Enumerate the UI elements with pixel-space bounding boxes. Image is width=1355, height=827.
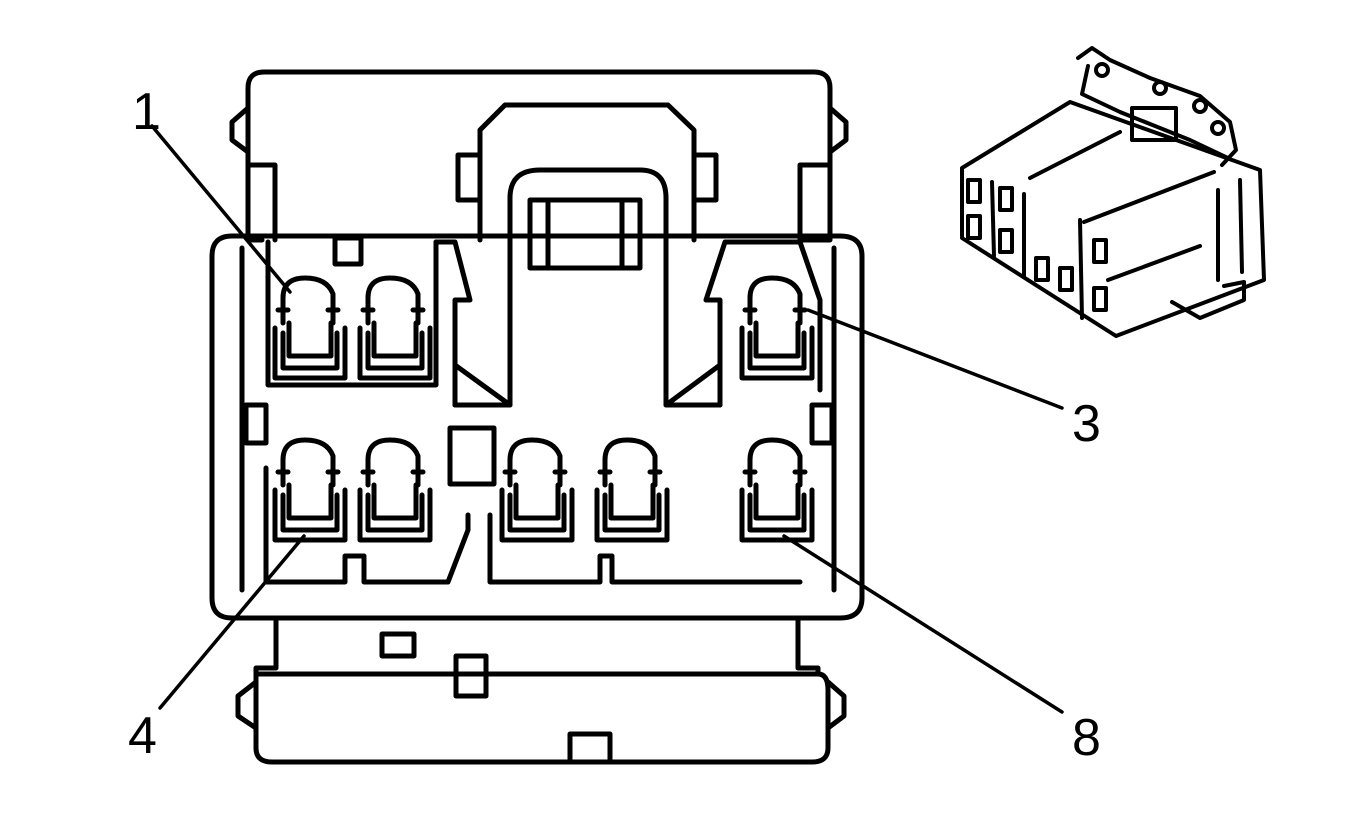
leader-line-pin-8	[782, 534, 1064, 714]
lower-cavity-wall-right	[487, 512, 803, 585]
pin-terminal-head	[742, 437, 808, 488]
bottom-right-ear	[825, 679, 847, 731]
pin-terminal	[499, 437, 575, 543]
pin-terminal	[357, 437, 433, 543]
pin-terminal-head	[360, 275, 426, 326]
iso-latch-ridge	[1080, 64, 1230, 160]
iso-bottom-clip	[1170, 280, 1246, 320]
side-tab-left	[243, 402, 269, 446]
iso-latch-bump-1	[1094, 62, 1110, 78]
leader-lines	[150, 124, 1064, 714]
pin-terminal	[594, 437, 670, 543]
iso-latch-top	[1076, 46, 1238, 167]
iso-cavity-7	[1092, 238, 1108, 264]
upper-key-tab	[332, 235, 364, 267]
iso-latch-bump-4	[1210, 120, 1226, 136]
callout-label-pin-1: 1	[132, 83, 161, 141]
pin-terminal-socket	[357, 482, 433, 543]
pin-terminal-socket	[357, 320, 433, 381]
pin-terminal-socket	[739, 482, 815, 543]
latch-chamfer-right	[663, 362, 723, 408]
latch-window	[527, 197, 643, 271]
iso-face-divider-5	[1082, 170, 1216, 224]
iso-cavity-3	[966, 214, 982, 240]
pin-terminal	[272, 437, 348, 543]
iso-latch-bump-3	[1192, 98, 1208, 114]
pin-terminal-head	[597, 437, 663, 488]
iso-cavity-4	[998, 228, 1014, 254]
connector-body-outline	[209, 233, 865, 621]
top-latch-housing	[245, 69, 833, 243]
pin-terminal-head	[275, 275, 341, 326]
iso-face-divider-1	[990, 180, 996, 258]
polarizing-key	[447, 425, 497, 487]
iso-face-divider-6	[1106, 244, 1202, 282]
upper-cavity-chamfer-right	[703, 239, 743, 408]
leader-line-pin-1	[150, 124, 292, 294]
iso-face-divider-8	[1238, 178, 1244, 274]
pin-terminal-socket	[272, 320, 348, 381]
bottom-lower-tab	[567, 731, 613, 765]
latch-tower-outer	[477, 102, 697, 243]
bottom-housing-left	[253, 615, 279, 677]
leader-line-pin-3	[806, 308, 1064, 410]
top-latch-side-left	[245, 162, 278, 243]
pin-terminal-head	[742, 275, 808, 326]
iso-face-divider-3	[1078, 218, 1084, 320]
pin-terminal	[739, 437, 815, 543]
pin-terminal-socket	[272, 482, 348, 543]
iso-cavity-1	[966, 178, 982, 204]
iso-cavity-6	[1058, 266, 1074, 292]
bottom-housing-right	[795, 615, 821, 677]
leader-line-pin-4	[158, 534, 306, 710]
pin-terminal-socket	[594, 482, 670, 543]
iso-face-divider-4	[1028, 130, 1122, 180]
iso-cavity-5	[1034, 256, 1050, 282]
bottom-center-tab	[453, 653, 489, 699]
connector-housing	[209, 69, 865, 765]
top-left-ear	[229, 105, 251, 155]
latch-tower	[452, 167, 723, 408]
latch-rail-left	[455, 152, 483, 203]
callout-label-pin-4: 4	[128, 707, 157, 765]
pin-terminal-head	[275, 437, 341, 488]
bottom-left-ear	[235, 679, 259, 731]
iso-latch-bump-2	[1152, 80, 1168, 96]
bottom-plug	[253, 671, 831, 765]
upper-cavity-wall	[265, 239, 439, 388]
latch-rail-right	[691, 152, 719, 203]
pin-terminal	[272, 275, 348, 381]
iso-front-face	[960, 100, 1266, 338]
side-tab-right	[809, 402, 835, 446]
top-latch-side-right	[797, 162, 833, 243]
pin-terminal-head	[360, 437, 426, 488]
bottom-tab-upper	[379, 631, 417, 659]
callout-label-pin-8: 8	[1072, 709, 1101, 767]
pin-terminal-socket	[739, 320, 815, 381]
iso-cavity-8	[1092, 286, 1108, 312]
upper-right-cavity-wall	[737, 239, 823, 393]
upper-cavity-chamfer-left	[433, 239, 473, 408]
top-right-ear	[827, 105, 849, 155]
latch-chamfer-left	[452, 362, 513, 408]
pin-terminal-socket	[499, 482, 575, 543]
pin-terminals	[272, 275, 815, 543]
callout-label-pin-3: 3	[1072, 395, 1101, 453]
pin-terminal	[739, 275, 815, 381]
pin-terminal	[357, 275, 433, 381]
connector-isometric-view	[960, 46, 1266, 338]
pin-terminal-head	[502, 437, 568, 488]
lower-cavity-wall-left	[263, 465, 471, 585]
iso-cavity-2	[998, 186, 1014, 212]
